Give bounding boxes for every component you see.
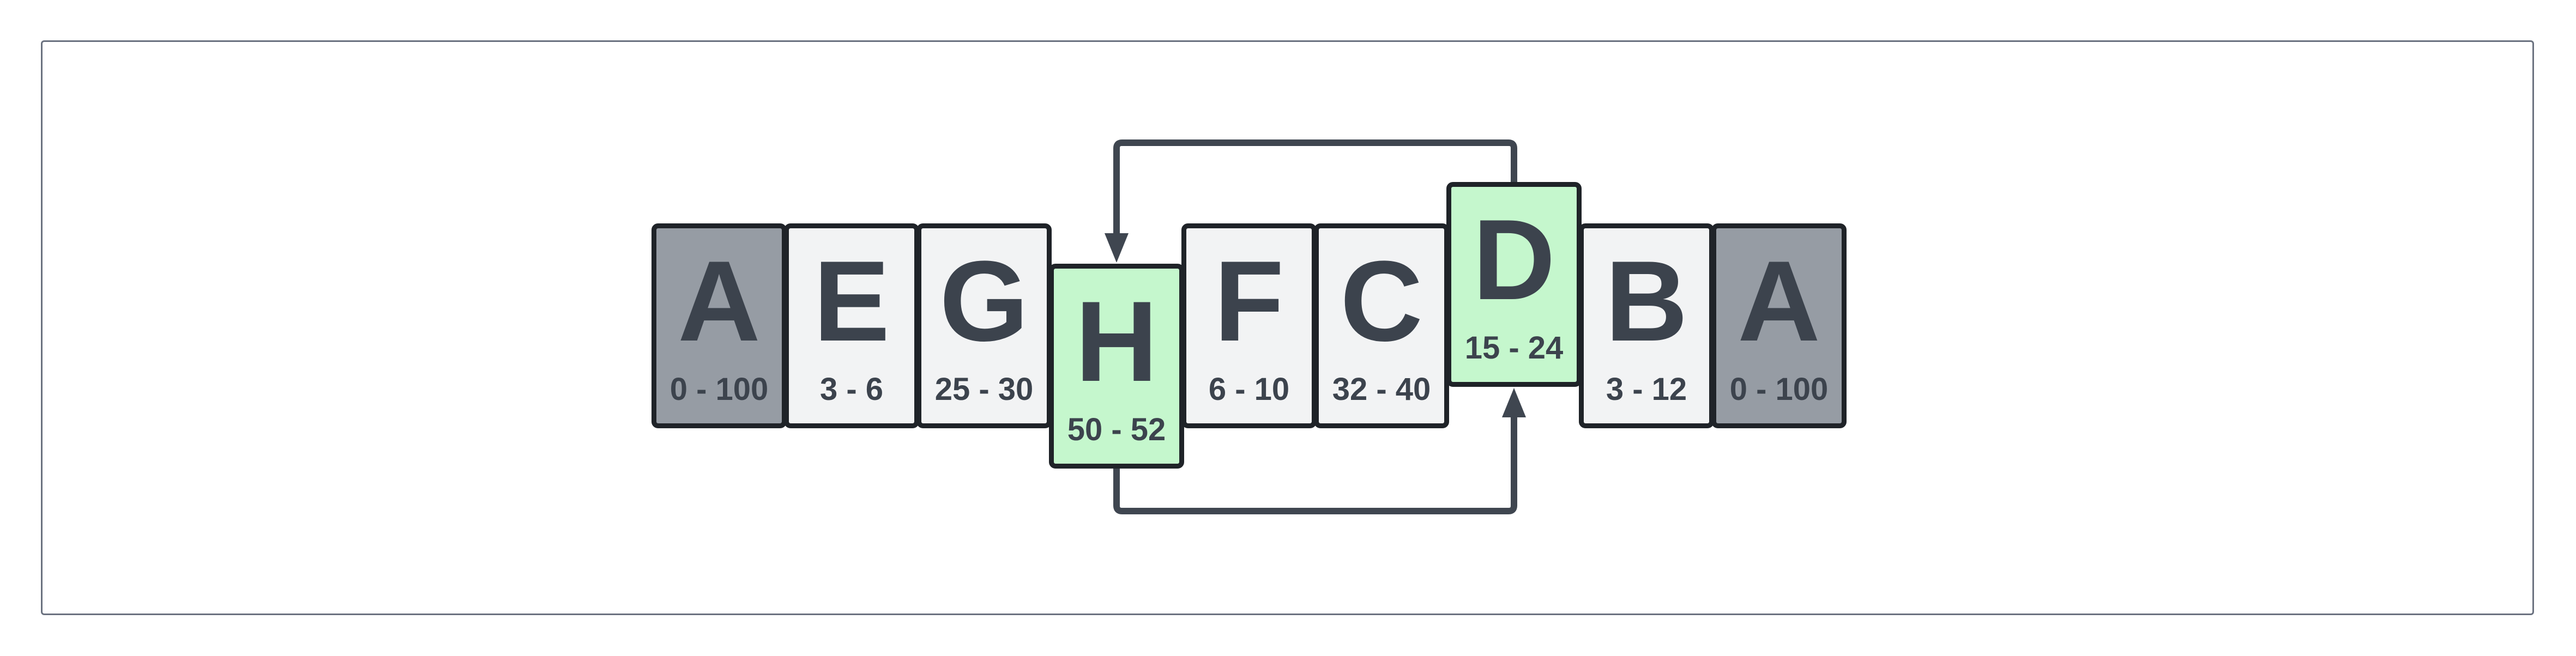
arrowhead-into-d [1502,388,1526,417]
card-range: 6 - 10 [1208,372,1290,407]
card-letter: C [1340,237,1423,365]
card-g: G 25 - 30 [916,223,1052,428]
card-a-right: A 0 - 100 [1711,223,1847,428]
card-range: 50 - 52 [1067,412,1166,447]
card-c: C 32 - 40 [1314,223,1449,428]
card-letter: E [813,237,890,365]
card-range: 3 - 12 [1606,372,1687,407]
card-d: D 15 - 24 [1446,182,1582,387]
card-range: 25 - 30 [934,372,1034,407]
card-f: F 6 - 10 [1181,223,1317,428]
card-letter: A [678,237,761,365]
card-range: 3 - 6 [819,372,884,407]
card-range: 0 - 100 [669,372,769,407]
card-range: 15 - 24 [1464,330,1564,366]
card-letter: B [1605,237,1688,365]
card-letter: F [1214,237,1284,365]
card-e: E 3 - 6 [784,223,919,428]
card-range: 32 - 40 [1332,372,1431,407]
card-range: 0 - 100 [1729,372,1829,407]
card-a-left: A 0 - 100 [651,223,787,428]
card-letter: A [1738,237,1820,365]
card-letter: G [939,237,1029,365]
card-b: B 3 - 12 [1579,223,1714,428]
card-letter: H [1075,277,1158,405]
card-letter: D [1473,196,1555,324]
card-h: H 50 - 52 [1049,264,1184,469]
arrowhead-into-h [1105,233,1129,263]
